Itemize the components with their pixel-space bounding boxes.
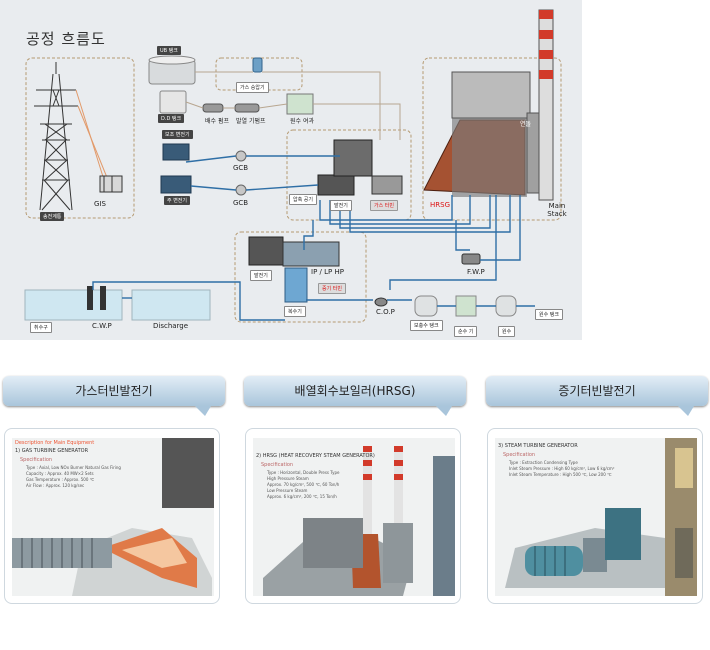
cwp-label: C.W.P (92, 322, 112, 330)
condenser-label: 복수기 (284, 306, 306, 317)
hrsg-card[interactable]: 2) HRSG (HEAT RECOVERY STEAM GENERATOR) … (245, 428, 461, 604)
spec-row: Approx. 6 kg/cm², 200 ℃, 15 Ton/h (267, 494, 337, 499)
pump1-label: 배수 펌프 (205, 118, 229, 125)
tank3-label: 원수 (498, 326, 516, 337)
spec-row: Type : Axial, Low NOx Burner Natural Gas… (26, 465, 121, 470)
hrsg-label: HRSG (430, 201, 450, 209)
cop-label: C.O.P (376, 308, 395, 316)
substation-label: 송전계통 (40, 212, 65, 221)
gas-heater-label: 가스 승압기 (236, 82, 269, 93)
tab-gas-turbine-generator[interactable]: 가스터빈발전기 (3, 376, 225, 416)
tank1-label: 보충수 탱크 (410, 320, 443, 331)
gis-label: GIS (94, 200, 106, 208)
tank2-label: 순수 기 (454, 326, 478, 337)
tank4-label: 원수 탱크 (535, 309, 563, 320)
hrsg-thumbnail: 2) HRSG (HEAT RECOVERY STEAM GENERATOR) … (253, 438, 455, 596)
gas-turbine-card[interactable]: Description for Main Equipment 1) GAS TU… (4, 428, 220, 604)
spec-row: Inlet Steam Temperature : High 500 ℃, Lo… (509, 472, 612, 477)
gt-generator-label: 발전기 (330, 200, 352, 211)
ip-lp-hp-label: IP / LP HP (311, 268, 344, 276)
gcb2-label: GCB (233, 199, 249, 207)
tab-steam-turbine-generator[interactable]: 증기터빈발전기 (486, 376, 708, 416)
spec-row: Inlet Steam Pressure : High 60 kg/cm², L… (509, 466, 615, 471)
dd-tank-label: D.D 탱크 (158, 114, 185, 123)
card-title: 2) HRSG (HEAT RECOVERY STEAM GENERATOR) (256, 453, 375, 459)
pump2-label: 발열 기펌프 (236, 118, 266, 125)
spec-label: Specification (20, 457, 53, 463)
main-stack-label: Main Stack (547, 202, 567, 218)
spec-row: High Pressure Steam (267, 476, 309, 481)
spec-label: Specification (261, 462, 294, 468)
steam-turbine-thumbnail: 3) STEAM TURBINE GENERATOR Specification… (495, 438, 697, 596)
steam-turbine-label: 증기 터빈 (318, 283, 346, 294)
card-title: 3) STEAM TURBINE GENERATOR (498, 443, 578, 449)
stack-mark-label: 연돌 (520, 121, 532, 128)
gcb1-label: GCB (233, 164, 249, 172)
spec-row: Approx. 70 kg/cm², 500 ℃, 60 Ton/h (267, 482, 340, 487)
process-flow-diagram: 공정 흐름도 GIS 송전계통 UB 탱크 가스 승압기 D.D 탱크 배수 펌… (0, 0, 582, 340)
ub-tank-label: UB 탱크 (157, 46, 181, 55)
steam-turbine-illustration (505, 438, 697, 596)
spec-label: Specification (503, 452, 536, 458)
main-transformer-label: 주 변전기 (164, 196, 190, 205)
st-generator-label: 발전기 (250, 270, 272, 281)
hrsg-illustration (263, 446, 455, 596)
spec-row: Capacity : Approx. 40 MW×2 Sets (26, 471, 94, 476)
spec-row: Air Flow : Approx. 120 kg/sec (26, 483, 85, 488)
steam-turbine-card[interactable]: 3) STEAM TURBINE GENERATOR Specification… (487, 428, 703, 604)
tab-hrsg[interactable]: 배열회수보일러(HRSG) (244, 376, 466, 416)
diagram-graphics (24, 9, 562, 323)
diagram-title: 공정 흐름도 (26, 30, 106, 48)
discharge-label: Discharge (153, 322, 189, 330)
gas-turbine-illustration (12, 438, 214, 596)
gas-turbine-thumbnail: Description for Main Equipment 1) GAS TU… (12, 438, 214, 596)
spec-row: Gas Temperature : Approx. 500 ℃ (26, 477, 95, 482)
fwp-label: F.W.P (467, 268, 485, 276)
spec-row: Type : Horizontal, Double Press Type (267, 470, 340, 475)
compressor-label: 압축 공기 (289, 194, 317, 205)
card-title: 1) GAS TURBINE GENERATOR (15, 448, 89, 454)
spec-row: Low Pressure Steam (267, 488, 308, 493)
gas-turbine-label: 가스 터빈 (370, 200, 398, 211)
filter-label: 원수 여과 (290, 118, 314, 125)
card-heading: Description for Main Equipment (15, 440, 95, 446)
intake-label: 취수구 (30, 322, 52, 333)
aux-transformer-label: 보조 변전기 (162, 130, 193, 139)
spec-row: Type : Extraction Condensing Type (509, 460, 578, 465)
